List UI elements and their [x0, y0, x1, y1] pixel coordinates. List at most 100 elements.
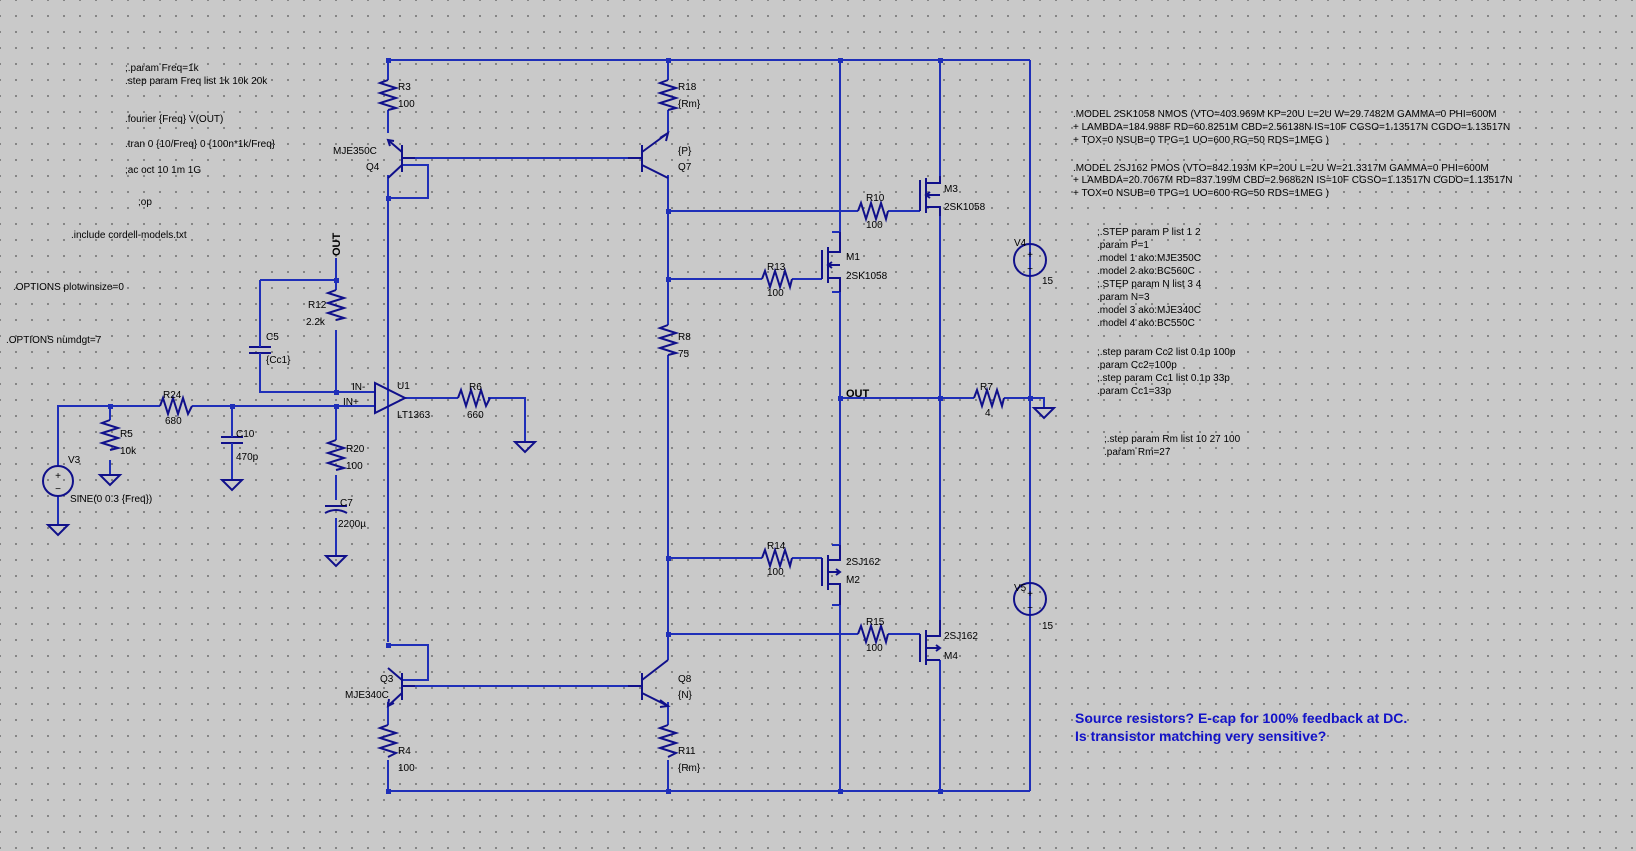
- ground-icon: [512, 441, 538, 454]
- mosfet-m1-symbol[interactable]: [821, 232, 841, 292]
- param-line[interactable]: .param N=3: [1097, 292, 1150, 303]
- wires: [57, 59, 1045, 792]
- capacitor-c10-symbol[interactable]: [221, 428, 243, 452]
- directive-tran[interactable]: .tran 0 {10/Freq} 0 {100n*1k/Freq}: [125, 139, 276, 150]
- model-line[interactable]: .MODEL 2SK1058 NMOS (VTO=403.969M KP=20U…: [1073, 109, 1497, 120]
- voltage-source-v4-symbol[interactable]: + −: [1013, 243, 1047, 277]
- mosfet-m2-symbol[interactable]: [821, 545, 842, 605]
- net-label-out: OUT: [846, 388, 870, 400]
- param-line[interactable]: ;.step param Cc1 list 0.1p 33p: [1097, 373, 1230, 384]
- mosfet-m4-symbol[interactable]: [919, 620, 942, 665]
- r24-name: R24: [163, 390, 182, 401]
- m1-model: 2SK1058: [846, 271, 888, 282]
- resistor-r7-symbol[interactable]: [973, 386, 1005, 410]
- r13-value: 100: [767, 288, 784, 299]
- directive-op[interactable]: ;op: [138, 197, 152, 208]
- voltage-source-v5-symbol[interactable]: + −: [1013, 582, 1047, 616]
- r5-value: 10k: [120, 446, 137, 457]
- capacitors: [221, 338, 348, 514]
- resistor-r12-symbol[interactable]: [324, 289, 348, 321]
- resistor-r6-symbol[interactable]: [457, 386, 491, 410]
- m2-model: 2SJ162: [846, 557, 880, 568]
- directive-include[interactable]: .include cordell-models.txt: [71, 230, 187, 241]
- ground-symbols: [45, 407, 1057, 568]
- v3-value: SINE(0 0.3 {Freq}): [70, 494, 152, 505]
- bjt-q4-symbol[interactable]: [386, 138, 415, 179]
- bjt-q3-symbol[interactable]: [386, 667, 415, 708]
- resistor-r5-symbol[interactable]: [98, 419, 122, 451]
- param-line[interactable]: .model 1 ako:MJE350C: [1097, 253, 1201, 264]
- c10-name: C10: [236, 429, 255, 440]
- capacitor-c5-symbol[interactable]: [249, 338, 271, 362]
- model-line[interactable]: + LAMBDA=184.988F RD=60.8251M CBD=2.5613…: [1073, 122, 1510, 133]
- capacitor-c7-symbol[interactable]: [324, 505, 348, 514]
- r12-value: 2.2k: [306, 317, 326, 328]
- bjt-q8-symbol[interactable]: [628, 659, 671, 708]
- m4-name: M4: [944, 651, 958, 662]
- mosfet-m3-symbol[interactable]: [919, 176, 941, 216]
- resistor-r3-symbol[interactable]: [376, 79, 400, 111]
- c7-name: C7: [340, 498, 353, 509]
- r13-name: R13: [767, 262, 786, 273]
- model-line[interactable]: + LAMBDA=20.7067M RD=837.199M CBD=2.9686…: [1073, 175, 1512, 186]
- junctions: [108, 58, 1033, 794]
- resistor-r24-symbol[interactable]: [159, 394, 193, 418]
- note-line-1[interactable]: Source resistors? E-cap for 100% feedbac…: [1075, 710, 1407, 726]
- param-line[interactable]: .param Cc2=100p: [1097, 360, 1177, 371]
- m3-model: 2SK1058: [944, 202, 986, 213]
- svg-text:−: −: [1027, 264, 1033, 275]
- resistor-r18-symbol[interactable]: [656, 79, 680, 111]
- param-line[interactable]: ;.step param Rm list 10 27 100: [1104, 434, 1241, 445]
- r8-name: R8: [678, 332, 691, 343]
- param-line[interactable]: .model 4 ako:BC550C: [1097, 318, 1195, 329]
- param-line[interactable]: ;.step param Cc2 list 0.1p 100p: [1097, 347, 1236, 358]
- c5-name: C5: [266, 332, 279, 343]
- svg-text:+: +: [1027, 250, 1033, 261]
- opamp-u1-symbol[interactable]: [374, 381, 408, 415]
- param-line[interactable]: ;.STEP param P list 1 2: [1097, 227, 1201, 238]
- c5-value: {Cc1}: [266, 355, 291, 366]
- directive-step-freq[interactable]: .step param Freq list 1k 10k 20k: [125, 76, 268, 87]
- resistor-r15-symbol[interactable]: [857, 622, 889, 646]
- param-line[interactable]: .param P=1: [1097, 240, 1149, 251]
- directive-plotwinsize[interactable]: .OPTIONS plotwinsize=0: [13, 282, 124, 293]
- param-line[interactable]: .model 3 ako:MJE340C: [1097, 305, 1201, 316]
- resistor-r11-symbol[interactable]: [656, 724, 680, 758]
- r10-name: R10: [866, 193, 885, 204]
- model-line[interactable]: + TOX=0 NSUB=0 TPG=1 UO=600 RG=50 RDS=1M…: [1073, 135, 1329, 146]
- r10-value: 100: [866, 220, 883, 231]
- param-line[interactable]: ;.STEP param N list 3 4: [1097, 279, 1202, 290]
- r5-name: R5: [120, 429, 133, 440]
- directive-numdgt[interactable]: .OPTIONS numdgt=7: [6, 335, 102, 346]
- param-line[interactable]: .param Cc1=33p: [1097, 386, 1172, 397]
- resistor-r14-symbol[interactable]: [761, 546, 793, 570]
- r8-value: 75: [678, 349, 690, 360]
- m4-model: 2SJ162: [944, 631, 978, 642]
- directive-fourier[interactable]: .fourier {Freq} V(OUT): [125, 114, 223, 125]
- directive-param-freq[interactable]: ;.param Freq=1k: [125, 63, 200, 74]
- q4-name: Q4: [366, 162, 380, 173]
- model-line[interactable]: + TOX=0 NSUB=0 TPG=1 UO=600 RG=50 RDS=1M…: [1073, 188, 1329, 199]
- v5-value: 15: [1042, 621, 1054, 632]
- bjt-q7-symbol[interactable]: [628, 130, 670, 179]
- r3-value: 100: [398, 99, 415, 110]
- resistors: [98, 79, 1005, 758]
- param-line[interactable]: .model 2 ako:BC560C: [1097, 266, 1195, 277]
- voltage-source-v3-symbol[interactable]: + −: [42, 465, 74, 497]
- resistor-r4-symbol[interactable]: [376, 724, 400, 758]
- r4-name: R4: [398, 746, 411, 757]
- r20-value: 100: [346, 461, 363, 472]
- svg-text:−: −: [1027, 603, 1033, 614]
- resistor-r20-symbol[interactable]: [324, 439, 348, 471]
- model-line[interactable]: .MODEL 2SJ162 PMOS (VTO=842.193M KP=20U …: [1073, 163, 1489, 174]
- r15-name: R15: [866, 617, 885, 628]
- resistor-r10-symbol[interactable]: [857, 199, 889, 223]
- resistor-r13-symbol[interactable]: [761, 267, 793, 291]
- r11-name: R11: [678, 746, 696, 757]
- resistor-r8-symbol[interactable]: [656, 324, 680, 356]
- note-line-2[interactable]: Is transistor matching very sensitive?: [1075, 728, 1326, 744]
- param-line[interactable]: .param Rm=27: [1104, 447, 1171, 458]
- c10-value: 470p: [236, 452, 259, 463]
- r20-name: R20: [346, 444, 365, 455]
- directive-ac[interactable]: ;ac oct 10 1m 1G: [125, 165, 201, 176]
